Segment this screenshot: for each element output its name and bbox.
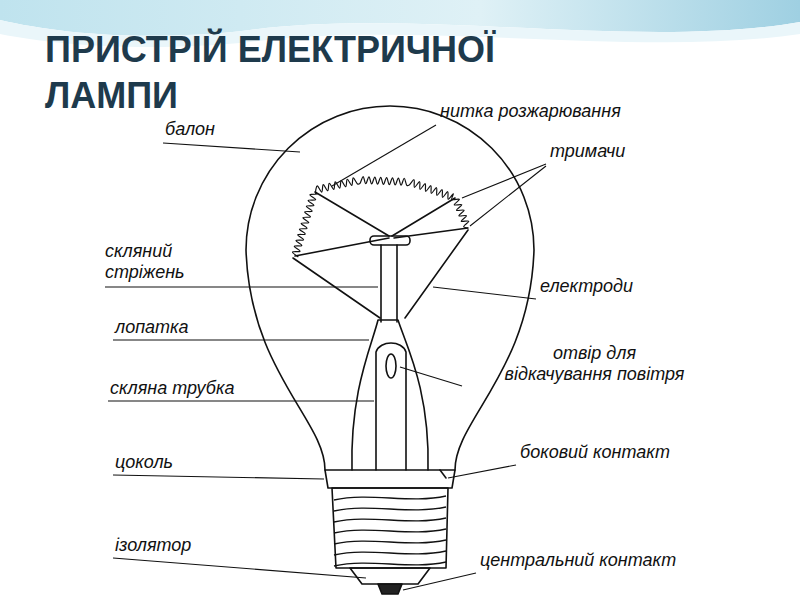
thread-line — [334, 562, 446, 566]
thread-line — [334, 540, 446, 544]
part-label: електроди — [540, 276, 633, 297]
thread-line — [334, 496, 446, 500]
bulb-glass — [246, 106, 534, 470]
leader-line — [113, 558, 366, 578]
part-label: скляний стріжень — [105, 241, 205, 283]
center-contact — [378, 584, 402, 594]
leader-line — [448, 465, 516, 478]
part-label: ізолятор — [115, 535, 191, 556]
lamp-base-screw — [332, 488, 448, 568]
leader-line — [462, 164, 546, 226]
thread-line — [334, 507, 446, 511]
leader-line — [113, 339, 369, 340]
glass-stem-flare — [352, 320, 428, 470]
side-contact — [440, 470, 446, 478]
electrode-wires — [293, 230, 468, 318]
glass-tube — [376, 343, 406, 470]
lamp-base-band — [325, 470, 455, 488]
leader-line — [400, 367, 462, 386]
part-label: боковий контакт — [520, 442, 670, 463]
leader-line — [433, 287, 536, 299]
evacuation-hole — [386, 354, 396, 378]
holder-wires — [295, 192, 468, 256]
leader-line — [113, 475, 324, 479]
part-label: балон — [165, 119, 215, 140]
glass-rod — [381, 245, 397, 322]
leader-line — [163, 143, 300, 152]
part-label: цоколь — [115, 452, 173, 473]
part-label: лопатка — [115, 317, 189, 338]
insulator — [350, 568, 430, 584]
screw-threads — [334, 496, 446, 566]
leader-lines — [105, 125, 546, 590]
part-label: скляна трубка — [110, 378, 234, 399]
part-label: центральний контакт — [480, 550, 676, 571]
part-label: отвір для відкачування повітря — [499, 343, 690, 385]
leader-line — [108, 400, 374, 401]
leader-line — [403, 573, 476, 590]
thread-line — [334, 529, 446, 533]
leader-line — [105, 286, 378, 287]
leader-line — [332, 125, 436, 186]
part-label: тримачи — [550, 141, 625, 162]
part-label: нитка розжарювання — [440, 101, 621, 122]
thread-line — [334, 551, 446, 555]
thread-line — [334, 518, 446, 522]
filament — [293, 177, 469, 257]
filament-coil — [293, 177, 469, 257]
